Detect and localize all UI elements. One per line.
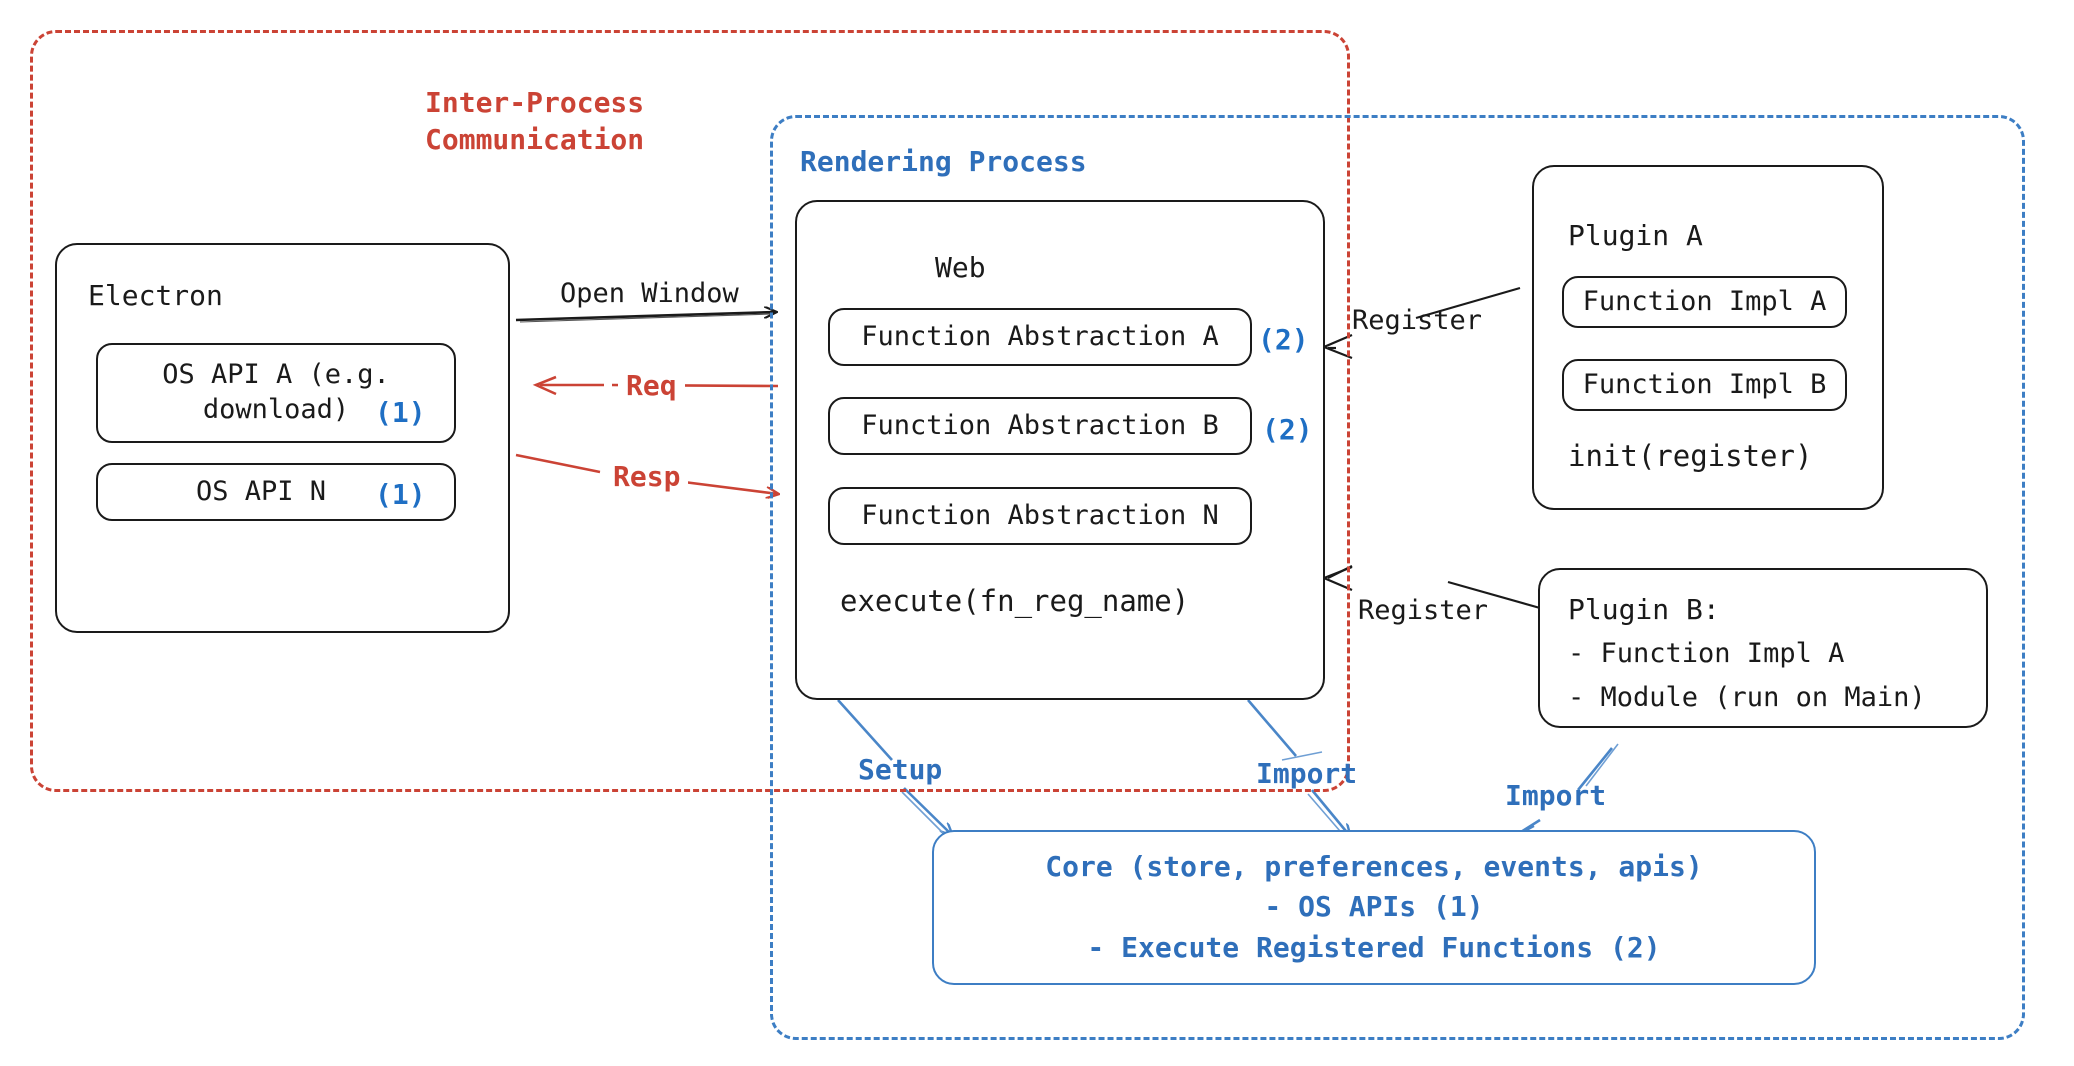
- function-abstraction-a-label: Function Abstraction A: [861, 320, 1219, 352]
- os-api-n-box[interactable]: OS API N: [96, 463, 456, 521]
- web-execute-footer: execute(fn_reg_name): [840, 584, 1190, 618]
- plugin-b-title: Plugin B:: [1568, 593, 1720, 626]
- arrow-register-plugin-a-label: Register: [1352, 305, 1483, 336]
- plugin-b-line-2: - Module (run on Main): [1568, 682, 1926, 713]
- group-rendering-process-label: Rendering Process: [800, 145, 1087, 178]
- core-line-1: Core (store, preferences, events, apis): [1045, 849, 1703, 883]
- group-rendering-process: [770, 115, 2025, 1040]
- core-line-3: - Execute Registered Functions (2): [1087, 930, 1661, 964]
- function-abstraction-n-label: Function Abstraction N: [861, 499, 1219, 531]
- core-line-2: - OS APIs (1): [1264, 890, 1484, 924]
- arrow-import-web-label: Import: [1256, 757, 1358, 790]
- arrow-import-plugin-b-label: Import: [1505, 779, 1607, 812]
- plugin-b-line-1: - Function Impl A: [1568, 638, 1845, 669]
- os-api-n-label: OS API N: [195, 475, 327, 507]
- plugin-a-function-impl-b-label: Function Impl B: [1582, 368, 1827, 400]
- function-abstraction-a-box[interactable]: Function Abstraction A: [828, 308, 1252, 366]
- web-title: Web: [935, 251, 986, 284]
- function-abstraction-b-box[interactable]: Function Abstraction B: [828, 397, 1252, 455]
- function-abstraction-b-label: Function Abstraction B: [861, 409, 1219, 441]
- function-abstraction-a-tag: (2): [1258, 323, 1309, 356]
- plugin-a-function-impl-a-label: Function Impl A: [1582, 285, 1827, 317]
- os-api-a-label: OS API A (e.g. download): [162, 359, 390, 425]
- group-inter-process-communication: [30, 30, 1350, 792]
- arrow-resp-label: Resp: [605, 460, 689, 493]
- plugin-a-box: [1532, 165, 1884, 510]
- arrow-register-plugin-b-label: Register: [1358, 595, 1489, 626]
- group-ipc-label: Inter-Process Communication: [425, 86, 645, 156]
- function-abstraction-n-box[interactable]: Function Abstraction N: [828, 487, 1252, 545]
- os-api-a-box[interactable]: OS API A (e.g. download): [96, 343, 456, 443]
- plugin-a-function-impl-b-box[interactable]: Function Impl B: [1562, 359, 1847, 411]
- arrow-setup-label: Setup: [858, 753, 943, 786]
- arrow-req-label: Req: [618, 369, 685, 402]
- plugin-a-title: Plugin A: [1568, 219, 1703, 252]
- plugin-a-function-impl-a-box[interactable]: Function Impl A: [1562, 276, 1847, 328]
- electron-title: Electron: [88, 279, 223, 312]
- core-box[interactable]: Core (store, preferences, events, apis) …: [932, 830, 1816, 985]
- os-api-n-tag: (1): [375, 478, 426, 511]
- plugin-a-init-footer: init(register): [1568, 439, 1813, 473]
- os-api-a-tag: (1): [375, 396, 426, 429]
- function-abstraction-b-tag: (2): [1262, 413, 1313, 446]
- arrow-open-window-label: Open Window: [560, 278, 739, 309]
- plugin-b-box: [1538, 568, 1988, 728]
